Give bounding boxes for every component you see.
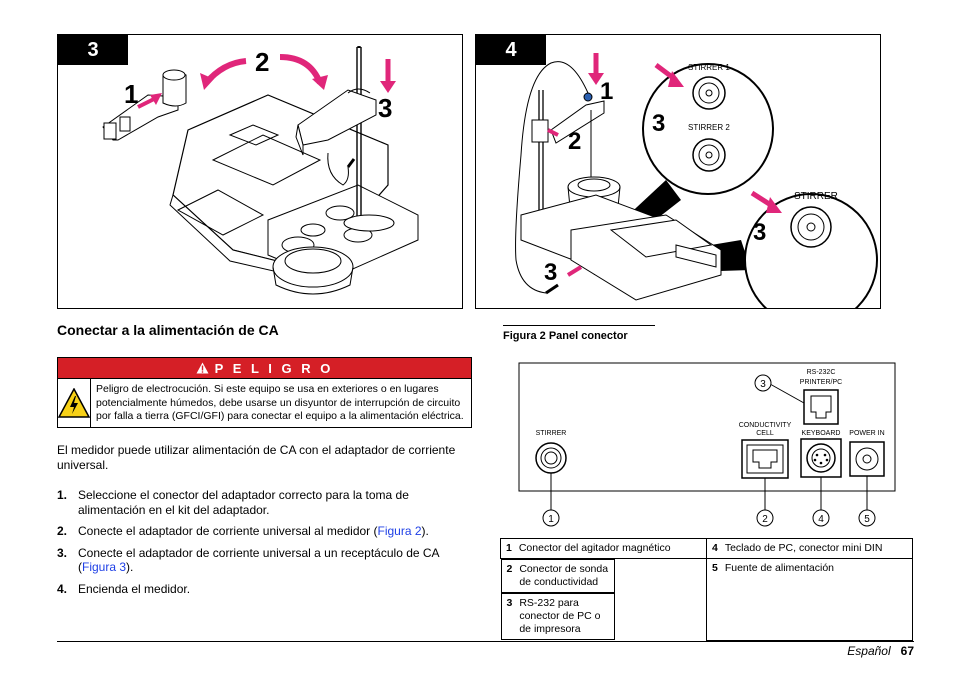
step-badge: 3 (58, 35, 128, 65)
panel-label-rs232-1: RS-232C (807, 369, 836, 376)
step-number: 2. (57, 524, 68, 538)
step-number: 3. (57, 545, 68, 560)
procedure-steps: 1. Seleccione el conector del adaptador … (57, 488, 472, 603)
list-item: 2. Conecte el adaptador de corriente uni… (57, 524, 472, 539)
step-number: 4. (57, 581, 68, 596)
callout-3: 3 (544, 259, 557, 286)
callout-2: 2 (568, 128, 581, 155)
stirrer-connection-illustration: STIRRER 1 STIRRER 2 STIRRER 1 2 3 3 3 (515, 53, 878, 308)
callout-1: 1 (124, 79, 138, 109)
callout-2: 2 (762, 514, 768, 525)
callout-2: 2 (255, 47, 269, 77)
figure-stand-assembly: 3 (57, 34, 463, 309)
step-text: Conecte el adaptador de corriente univer… (78, 545, 439, 575)
callout-1: 1 (548, 514, 554, 525)
step-text: Conecte el adaptador de corriente univer… (78, 524, 429, 538)
page-footer: Español 67 (847, 644, 914, 658)
panel-label-keyboard: KEYBOARD (802, 430, 841, 437)
step-text: Encienda el medidor. (78, 581, 191, 596)
callout-1: 1 (600, 78, 613, 105)
list-item: 1. Seleccione el conector del adaptador … (57, 488, 472, 517)
panel-label-power: POWER IN (849, 430, 884, 437)
figure-3-link[interactable]: Figura 3 (82, 560, 127, 574)
section-title: Conectar a la alimentación de CA (57, 322, 279, 338)
danger-label: P E L I G R O (214, 360, 334, 376)
label-stirrer: STIRRER (794, 191, 838, 202)
danger-text: Peligro de electrocución. Si este equipo… (96, 383, 464, 422)
callout-3: 3 (652, 110, 665, 137)
callout-4: 4 (818, 514, 824, 525)
stand-assembly-illustration: 1 2 3 (102, 46, 419, 295)
list-item: 4. Encienda el medidor. (57, 582, 472, 597)
electrical-hazard-icon (58, 379, 91, 427)
label-stirrer-2: STIRRER 2 (688, 123, 730, 132)
panel-label-rs232-2: PRINTER/PC (800, 379, 842, 386)
step-text: Seleccione el conector del adaptador cor… (78, 488, 409, 517)
intro-paragraph: El medidor puede utilizar alimentación d… (57, 443, 456, 472)
callout-3: 3 (753, 219, 766, 246)
panel-label-conductivity-1: CONDUCTIVITY (739, 422, 792, 429)
warning-triangle-icon (196, 362, 209, 374)
footer-rule (57, 641, 914, 642)
step-number: 1. (57, 488, 68, 502)
callout-3: 3 (378, 93, 392, 123)
panel-label-stirrer: STIRRER (536, 430, 567, 437)
page-number: 67 (900, 644, 914, 658)
callout-3: 3 (760, 379, 766, 390)
connector-panel-diagram: STIRRER CONDUCTIVITY CELL RS-232C PRINTE… (518, 362, 896, 527)
footer-language: Español (847, 644, 891, 658)
panel-label-conductivity-2: CELL (756, 430, 774, 437)
callout-5: 5 (864, 514, 870, 525)
step-badge: 4 (476, 35, 546, 65)
figure-stirrer-connection: 4 STIRRER 1 STIRRER 2 (475, 34, 881, 309)
danger-box: P E L I G R O Peligro de electrocución. … (57, 357, 472, 428)
label-stirrer-1: STIRRER 1 (688, 63, 730, 72)
danger-header: P E L I G R O (58, 358, 471, 378)
figure-2-link[interactable]: Figura 2 (377, 524, 422, 538)
list-item: 3. Conecte el adaptador de corriente uni… (57, 546, 472, 575)
figure-caption: Figura 2 Panel conector (503, 325, 655, 342)
